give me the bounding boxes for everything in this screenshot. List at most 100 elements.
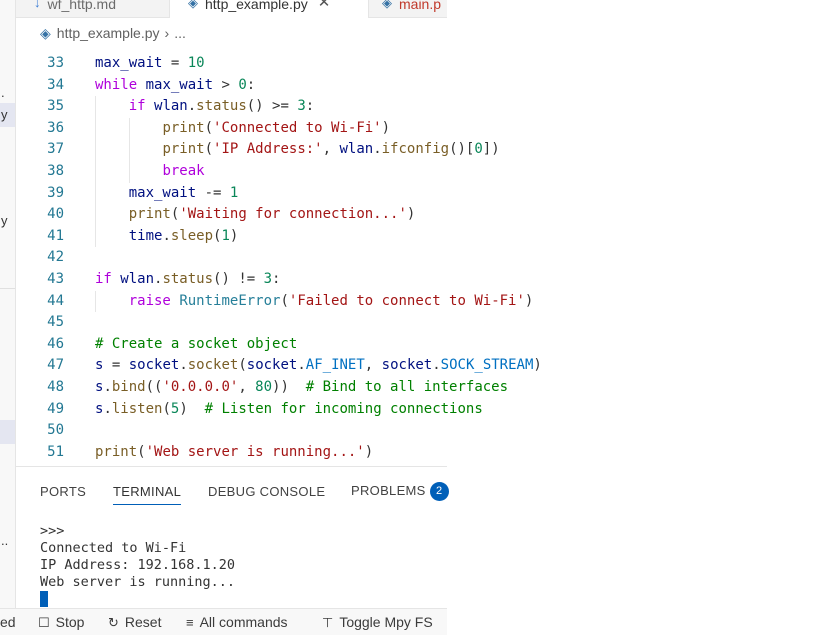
code-text: time.sleep(1) — [128, 227, 239, 244]
python-icon: ◈ — [382, 0, 392, 10]
line-number: 47 — [47, 357, 64, 374]
code-line[interactable]: 43 if wlan.status() != 3: — [16, 269, 816, 291]
line-number: 40 — [47, 206, 64, 223]
filesystem-icon: ⊤ — [322, 615, 334, 630]
chevron-right-icon: › — [164, 25, 170, 41]
status-bar: ed ☐ Stop ↻ Reset ≡All commands ⊤ Toggle Mp… — [0, 608, 447, 635]
reset-button[interactable]: ↻ Reset — [108, 609, 161, 635]
breadcrumb-file[interactable]: http_example.py — [56, 25, 160, 41]
line-number: 48 — [47, 379, 64, 395]
code-text: print('Connected to Wi-Fi') — [162, 119, 391, 136]
code-line[interactable]: 37 print('IP Address:', wlan.ifconfig()[… — [16, 139, 816, 161]
reset-label: Reset — [124, 614, 162, 630]
line-number: 35 — [47, 98, 64, 115]
all-commands-label: All commands — [199, 614, 288, 630]
code-line[interactable]: 41 time.sleep(1) — [16, 225, 816, 248]
breadcrumb: ◈ http_example.py › ... — [16, 18, 447, 48]
code-text: while max_wait > 0: — [95, 76, 256, 93]
line-number: 33 — [47, 55, 64, 71]
terminal-line: >>> — [40, 523, 65, 539]
tab-terminal[interactable]: TERMINAL — [113, 484, 182, 505]
line-number: 43 — [47, 271, 64, 287]
tab-label: main.p — [399, 0, 442, 12]
tab-main-py[interactable]: ◈ main.p — [367, 0, 447, 17]
line-number: 45 — [47, 314, 64, 331]
line-number: 46 — [47, 335, 64, 352]
python-icon: ◈ — [40, 24, 51, 41]
code-line[interactable]: 49 s.listen(5) # Listen for incoming conn… — [16, 399, 816, 421]
code-text: s.listen(5) # Listen for incoming connec… — [95, 400, 483, 417]
editor-tab-bar: ↓ wf_http.md ◈ http_example.py ✕ ◈ main.… — [16, 0, 447, 18]
code-line[interactable]: 40 print('Waiting for connection...') — [16, 204, 816, 226]
code-line[interactable]: 50 — [16, 420, 816, 442]
stop-label: Stop — [55, 614, 85, 630]
code-line[interactable]: 45 — [16, 312, 816, 334]
code-line[interactable]: 35 if wlan.status() >= 3: — [16, 96, 816, 118]
tab-debug-console[interactable]: DEBUG CONSOLE — [208, 484, 326, 499]
stop-icon: ☐ — [38, 615, 50, 630]
code-text: s = socket.socket(socket.AF_INET, socket… — [95, 357, 542, 374]
code-line[interactable]: 51 print('Web server is running...') — [16, 442, 816, 464]
line-number: 49 — [47, 400, 64, 417]
line-number: 50 — [47, 422, 64, 439]
line-number: 36 — [47, 119, 64, 136]
code-line[interactable]: 38 break — [16, 161, 816, 183]
code-editor[interactable]: 33 max_wait = 10 34 while max_wait > 0: 35 i… — [16, 53, 542, 465]
status-fragment: ed — [0, 614, 16, 630]
code-text: print('Web server is running...') — [95, 443, 374, 460]
line-number: 37 — [47, 141, 64, 158]
explorer-fragment: .. — [1, 533, 9, 548]
terminal-output[interactable]: >>> Connected to Wi-Fi IP Address: 192.1… — [40, 523, 235, 608]
problems-count-badge: 2 — [429, 482, 449, 501]
terminal-line: Connected to Wi-Fi — [40, 540, 187, 556]
terminal-cursor — [40, 591, 48, 607]
code-line[interactable]: 36 print('Connected to Wi-Fi') — [16, 117, 816, 140]
terminal-line: Web server is running... — [40, 574, 236, 590]
line-number: 41 — [47, 227, 64, 244]
breadcrumb-symbol[interactable]: ... — [174, 25, 186, 41]
line-number: 38 — [47, 163, 64, 179]
tab-problems-label: PROBLEMS — [351, 482, 426, 498]
code-line[interactable]: 47 s = socket.socket(socket.AF_INET, sock… — [16, 355, 816, 377]
code-text: if wlan.status() >= 3: — [128, 98, 315, 115]
explorer-panel-edge: . y y .. — [0, 0, 16, 608]
code-line[interactable]: 33 max_wait = 10 — [16, 53, 816, 75]
explorer-fragment: y — [1, 213, 8, 228]
reset-icon: ↻ — [108, 615, 119, 630]
close-icon[interactable]: ✕ — [317, 0, 331, 11]
code-text: max_wait -= 1 — [128, 184, 239, 201]
tab-label: http_example.py — [205, 0, 308, 12]
code-line[interactable]: 42 — [16, 247, 816, 269]
code-text: print('Waiting for connection...') — [128, 206, 416, 223]
toggle-mpy-fs-button[interactable]: ⊤ Toggle Mpy FS — [322, 609, 433, 635]
stop-button[interactable]: ☐ Stop — [38, 609, 84, 635]
toggle-mpy-fs-label: Toggle Mpy FS — [339, 614, 433, 630]
code-text: raise RuntimeError('Failed to connect to… — [128, 292, 534, 309]
code-line[interactable]: 39 max_wait -= 1 — [16, 182, 816, 205]
code-line[interactable]: 34 while max_wait > 0: — [16, 75, 816, 97]
terminal-line: IP Address: 192.168.1.20 — [40, 557, 236, 573]
all-commands-button[interactable]: ≡All commands — [186, 609, 288, 635]
explorer-fragment[interactable]: y — [1, 107, 8, 122]
python-icon: ◈ — [188, 0, 198, 10]
code-text: break — [162, 163, 205, 179]
code-line[interactable]: 44 raise RuntimeError('Failed to connect… — [16, 290, 816, 313]
line-number: 51 — [47, 443, 64, 460]
tab-ports[interactable]: PORTS — [40, 484, 87, 499]
code-text: # Create a socket object — [95, 335, 298, 352]
tab-http-example-py[interactable]: ◈ http_example.py ✕ — [169, 0, 369, 18]
line-number: 34 — [47, 76, 64, 93]
line-number: 39 — [47, 184, 64, 201]
tab-wf-http-md[interactable]: ↓ wf_http.md — [16, 0, 169, 17]
code-text: if wlan.status() != 3: — [95, 271, 281, 287]
tab-label: wf_http.md — [47, 0, 116, 12]
code-text: print('IP Address:', wlan.ifconfig()[0]) — [162, 141, 500, 158]
code-text: max_wait = 10 — [95, 55, 205, 71]
markdown-icon: ↓ — [34, 0, 41, 10]
line-number: 44 — [47, 292, 64, 309]
code-line[interactable]: 46 # Create a socket object — [16, 334, 816, 356]
explorer-fragment: . — [1, 85, 5, 100]
